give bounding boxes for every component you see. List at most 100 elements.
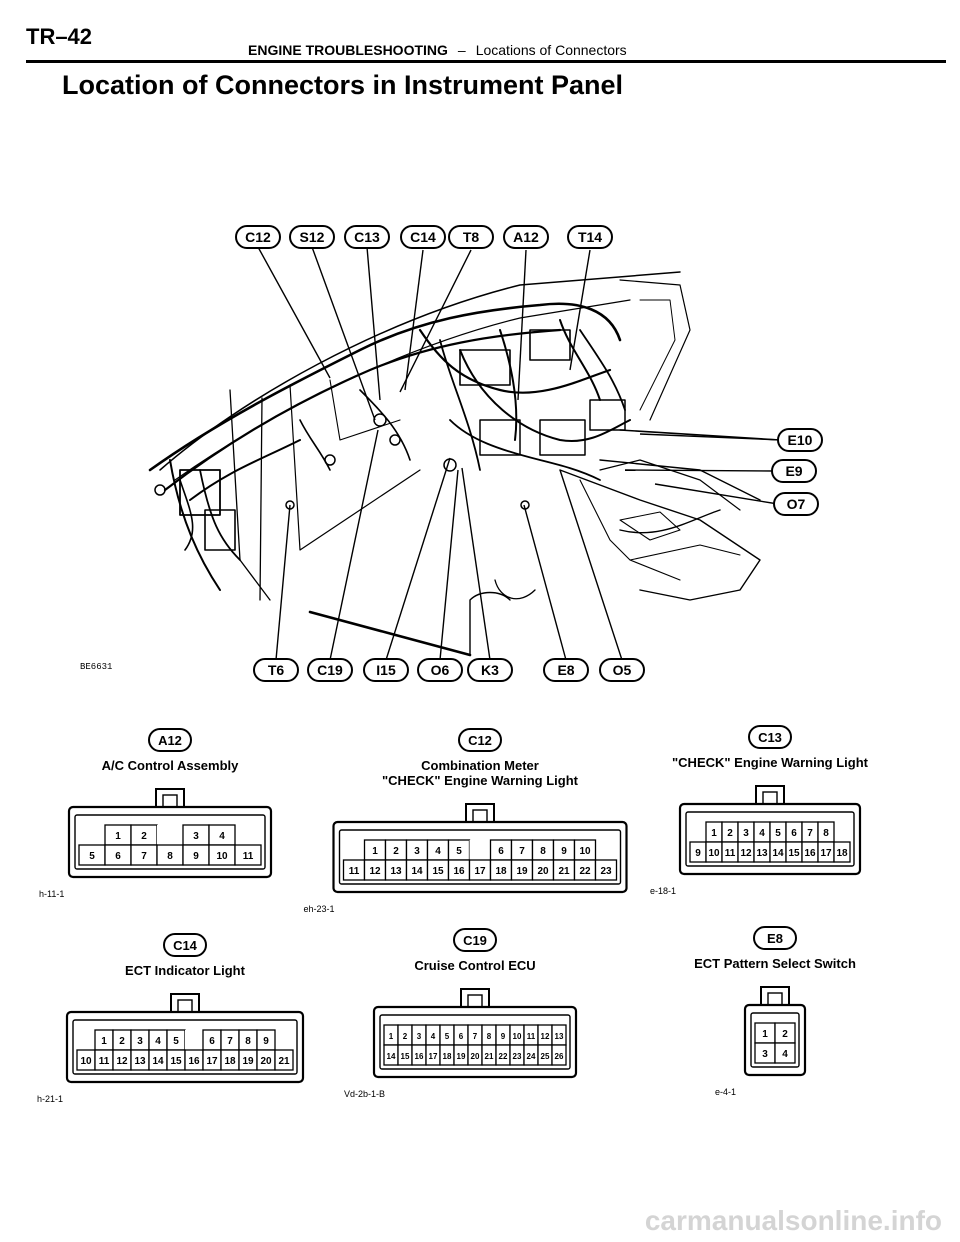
pin-number: 7 — [227, 1036, 233, 1047]
pin-cell — [833, 841, 851, 863]
callout-t14: T14 — [567, 225, 613, 249]
pin-number: 2 — [119, 1036, 125, 1047]
pin-number: 6 — [115, 851, 121, 862]
pin-number: 7 — [519, 846, 525, 857]
callout-text: O5 — [613, 662, 632, 678]
callout-text: T6 — [268, 662, 285, 678]
callout-text: O7 — [787, 496, 806, 512]
pin-number: 5 — [89, 851, 95, 862]
pin-number: 4 — [219, 831, 225, 842]
pin-number: 16 — [453, 866, 465, 877]
connector-ref: h-11-1 — [39, 889, 64, 899]
pin-number: 18 — [224, 1056, 236, 1067]
pin-number: 17 — [206, 1056, 218, 1067]
callout-e9: E9 — [771, 459, 817, 483]
pin-number: 2 — [403, 1032, 408, 1041]
pin-number: 16 — [188, 1056, 200, 1067]
pin-number: 12 — [740, 848, 752, 859]
pin-number: 3 — [414, 846, 420, 857]
callout-text: E10 — [788, 432, 813, 448]
pin-number: 4 — [782, 1049, 788, 1060]
pin-number: 13 — [756, 848, 768, 859]
callout-text: T8 — [463, 229, 480, 245]
pin-number: 11 — [99, 1056, 110, 1067]
figure-code: BE6631 — [80, 662, 113, 672]
pin-cell — [234, 844, 262, 866]
pin-number: 1 — [101, 1036, 107, 1047]
pin-number: 10 — [708, 848, 720, 859]
callout-c13: C13 — [344, 225, 390, 249]
connector-housing — [332, 803, 628, 894]
pin-number: 21 — [485, 1052, 494, 1061]
pin-number: 13 — [555, 1032, 564, 1041]
connector-name: "CHECK" Engine Warning Light — [672, 755, 869, 770]
pin-number: 5 — [173, 1036, 179, 1047]
callout-a12: A12 — [503, 225, 549, 249]
pin-number: 12 — [541, 1032, 550, 1041]
pin-number: 1 — [711, 828, 717, 839]
pin-number: 12 — [116, 1056, 128, 1067]
pin-number: 2 — [727, 828, 733, 839]
pin-number: 4 — [759, 828, 765, 839]
pin-number: 1 — [372, 846, 378, 857]
pin-number: 14 — [772, 848, 784, 859]
instrument-panel-drawing — [148, 271, 781, 657]
leader-lines — [257, 246, 783, 661]
connector-code-badge: E8 — [753, 926, 797, 950]
pin-number: 5 — [456, 846, 462, 857]
connector-code-badge: C13 — [748, 725, 792, 749]
callout-text: C14 — [410, 229, 436, 245]
connector-name: ECT Indicator Light — [125, 963, 246, 978]
callout-k3: K3 — [467, 658, 513, 682]
connector-housing — [67, 788, 273, 879]
pin-number: 16 — [415, 1052, 424, 1061]
callout-t8: T8 — [448, 225, 494, 249]
pin-number: 14 — [152, 1056, 164, 1067]
pin-number: 12 — [369, 866, 381, 877]
pin-number: 8 — [167, 851, 173, 862]
callout-e10: E10 — [777, 428, 823, 452]
pin-number: 1 — [115, 831, 121, 842]
callout-text: S12 — [300, 229, 325, 245]
callout-o5: O5 — [599, 658, 645, 682]
callout-text: C14 — [173, 938, 198, 953]
callout-o6: O6 — [417, 658, 463, 682]
pin-number: 19 — [457, 1052, 466, 1061]
pin-number: 18 — [443, 1052, 452, 1061]
pin-number: 3 — [417, 1032, 422, 1041]
pin-number: 20 — [260, 1056, 272, 1067]
pin-number: 6 — [459, 1032, 464, 1041]
pin-number: 22 — [579, 866, 591, 877]
connector-ref: eh-23-1 — [304, 904, 335, 914]
watermark: carmanualsonline.info — [644, 1205, 942, 1236]
callout-text: O6 — [431, 662, 450, 678]
callout-text: C12 — [468, 733, 492, 748]
pin-number: 2 — [141, 831, 147, 842]
pin-number: 7 — [807, 828, 813, 839]
connector-ref: h-21-1 — [37, 1094, 63, 1104]
pin-cell — [274, 1049, 294, 1071]
pin-number: 17 — [820, 848, 832, 859]
connector-name: ECT Pattern Select Switch — [694, 956, 856, 971]
pin-blank — [185, 1030, 203, 1050]
pin-number: 15 — [401, 1052, 410, 1061]
pin-number: 7 — [141, 851, 147, 862]
connector-code-badge: A12 — [148, 728, 192, 752]
callout-text: T14 — [578, 229, 602, 245]
pin-number: 9 — [501, 1032, 506, 1041]
connector-ref: e-4-1 — [715, 1087, 736, 1097]
pin-number: 7 — [473, 1032, 478, 1041]
pin-number: 4 — [431, 1032, 436, 1041]
pin-number: 10 — [216, 851, 228, 862]
pin-number: 3 — [762, 1049, 768, 1060]
connector-housing — [372, 988, 578, 1079]
callout-i15: I15 — [363, 658, 409, 682]
pin-number: 6 — [209, 1036, 215, 1047]
callout-text: E8 — [557, 662, 574, 678]
